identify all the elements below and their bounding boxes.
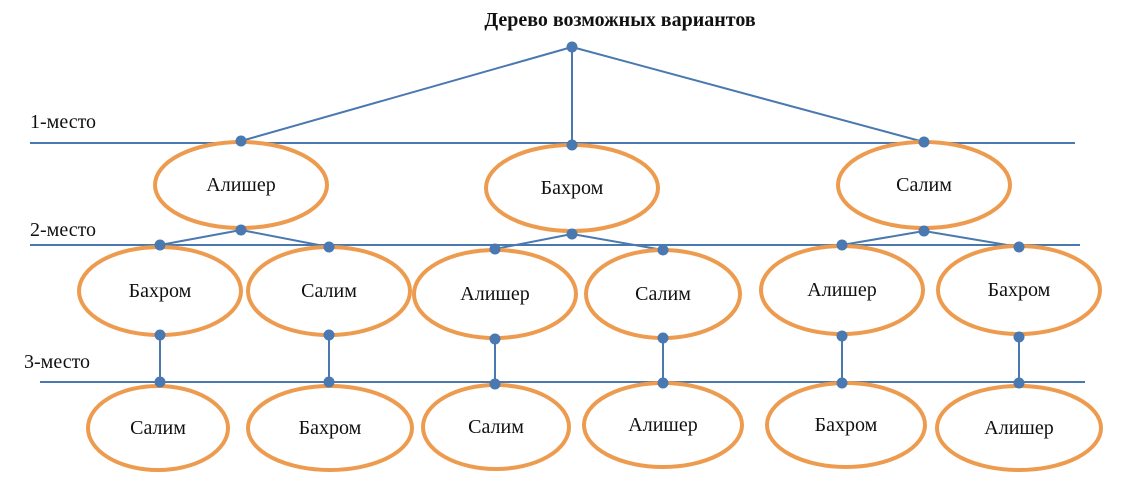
edge-level1-to-level2 <box>494 233 573 250</box>
node-label: Алишер <box>984 417 1053 439</box>
node-label: Бахром <box>815 414 878 436</box>
level3-top-dot <box>836 377 848 389</box>
level3-node-2-0: Бахром <box>765 381 927 469</box>
edge-level1-to-level2 <box>841 230 925 246</box>
node-label: Салим <box>635 283 691 305</box>
edge-root-to-level1 <box>571 46 925 143</box>
level2-top-dot <box>657 244 669 256</box>
level2-bottom-dot <box>1013 331 1025 343</box>
level2-bottom-dot <box>489 333 501 345</box>
node-label: Алишер <box>628 414 697 436</box>
level2-bottom-dot <box>836 330 848 342</box>
node-label: Бахром <box>988 279 1051 301</box>
node-label: Салим <box>468 416 524 438</box>
node-label: Салим <box>301 280 357 302</box>
level-label-1: 1-место <box>30 111 96 133</box>
node-label: Алишер <box>807 279 876 301</box>
level2-node-2-0: Алишер <box>759 244 925 336</box>
level3-top-dot <box>323 376 335 388</box>
level2-bottom-dot <box>657 332 669 344</box>
edge-level1-to-level2 <box>159 229 242 246</box>
node-label: Алишер <box>460 283 529 305</box>
level2-node-1-0: Алишер <box>412 248 578 340</box>
level3-node-0-1: Бахром <box>246 384 414 472</box>
node-label: Салим <box>896 174 952 196</box>
node-label: Алишер <box>206 174 275 196</box>
level2-node-0-0: Бахром <box>77 245 243 337</box>
level3-top-dot <box>657 377 669 389</box>
level1-bottom-dot <box>235 224 247 236</box>
level2-top-dot <box>836 239 848 251</box>
level2-node-0-1: Салим <box>246 245 412 337</box>
level3-node-0-0: Салим <box>86 384 230 472</box>
edge-level1-to-level2 <box>240 229 330 248</box>
edge-root-to-level1 <box>240 46 573 142</box>
root-dot <box>566 41 578 53</box>
level3-top-dot <box>489 378 501 390</box>
level2-top-dot <box>1013 241 1025 253</box>
level2-node-2-1: Бахром <box>936 244 1102 336</box>
node-label: Бахром <box>129 280 192 302</box>
node-label: Бахром <box>541 177 604 199</box>
level-label-2: 2-место <box>30 219 96 241</box>
level2-top-dot <box>323 241 335 253</box>
level1-bottom-dot <box>566 228 578 240</box>
level3-node-2-1: Алишер <box>935 384 1103 472</box>
level1-node-1: Бахром <box>484 143 660 233</box>
level1-bottom-dot <box>918 225 930 237</box>
diagram-title: Дерево возможных вариантов <box>484 9 755 31</box>
level2-node-1-1: Салим <box>584 248 742 340</box>
level1-top-dot <box>235 135 247 147</box>
level1-node-0: Алишер <box>153 140 329 230</box>
level2-bottom-dot <box>154 329 166 341</box>
edge-level1-to-level2 <box>571 233 664 251</box>
level1-top-dot <box>566 139 578 151</box>
level3-top-dot <box>1013 377 1025 389</box>
node-label: Салим <box>130 417 186 439</box>
level2-bottom-dot <box>323 329 335 341</box>
level3-node-1-0: Салим <box>421 383 571 471</box>
level1-node-2: Салим <box>836 140 1012 230</box>
level2-top-dot <box>489 243 501 255</box>
level1-top-dot <box>918 136 930 148</box>
level3-top-dot <box>154 376 166 388</box>
level2-top-dot <box>154 239 166 251</box>
level-label-3: 3-место <box>24 351 90 373</box>
node-label: Бахром <box>299 417 362 439</box>
edge-level1-to-level2 <box>923 230 1020 248</box>
level3-node-1-1: Алишер <box>582 381 744 469</box>
